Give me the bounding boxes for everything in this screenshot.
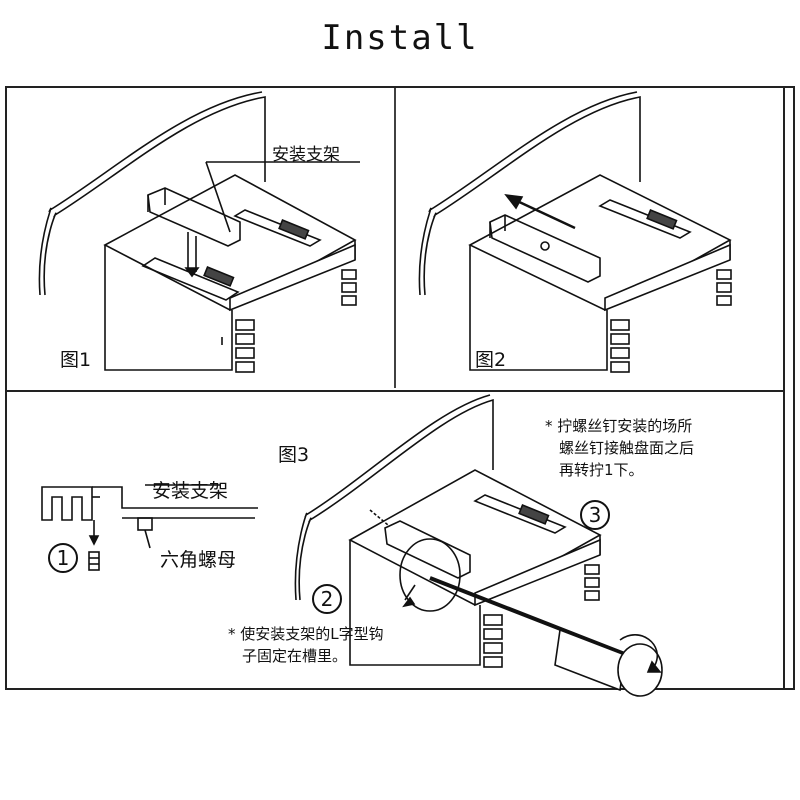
screwdriver-shaft: [429, 576, 641, 662]
step-2-marker: 2: [312, 584, 342, 614]
fig1-panel-front: [104, 245, 233, 371]
note-screw-line1: * 拧螺丝钉安装的场所: [545, 417, 693, 435]
fig3-detail-circle: [399, 538, 461, 612]
fig3-bracket-label: 安装支架: [152, 480, 229, 502]
fig1-panel-top: [103, 174, 357, 311]
fig1-bracket-label: 安装支架: [272, 145, 340, 165]
fig1-label: 图1: [60, 349, 92, 371]
fig2-direction-arrow: [514, 198, 576, 230]
fig3-bracket-detail: [41, 484, 258, 571]
fig1-wall-edge: [43, 96, 266, 296]
fig3-label: 图3: [278, 444, 310, 466]
step-1-marker: 1: [48, 543, 78, 573]
panel-divider: [7, 390, 785, 392]
note-screw-line3: 再转拧1下。: [559, 461, 644, 479]
note-screw-line2: 螺丝钉接触盘面之后: [559, 439, 695, 457]
fig1-terminals: [235, 269, 357, 373]
right-edge-divider: [7, 88, 785, 688]
fig2-bracket: [489, 214, 601, 283]
note-hook-line1: * 使安装支架的L字型钩: [228, 625, 384, 643]
diagram-frame: [5, 86, 795, 690]
fig1-bracket: [147, 187, 241, 278]
screwdriver-handle: [554, 628, 626, 692]
note-hook: * 使安装支架的L字型钩 子固定在槽里。: [228, 623, 384, 667]
fig2-slots: [598, 199, 692, 239]
fig1-wall-edge-back: [38, 91, 263, 296]
fig2-terminals: [610, 269, 732, 373]
fig3-nut-label: 六角螺母: [160, 549, 237, 571]
fig1-illustration: [38, 91, 360, 373]
page-title: Install: [321, 18, 479, 58]
fig2-label: 图2: [475, 349, 507, 371]
step-3-marker: 3: [580, 500, 610, 530]
fig2-illustration: [418, 91, 732, 373]
fig3-illustration: [294, 394, 663, 697]
fig2-wall-edge: [423, 96, 641, 296]
fig1-callout-line: [205, 161, 231, 233]
note-hook-line2: 子固定在槽里。: [242, 647, 348, 665]
fig1-slots: [141, 209, 322, 301]
note-screw: * 拧螺丝钉安装的场所 螺丝钉接触盘面之后 再转拧1下。: [545, 415, 694, 481]
